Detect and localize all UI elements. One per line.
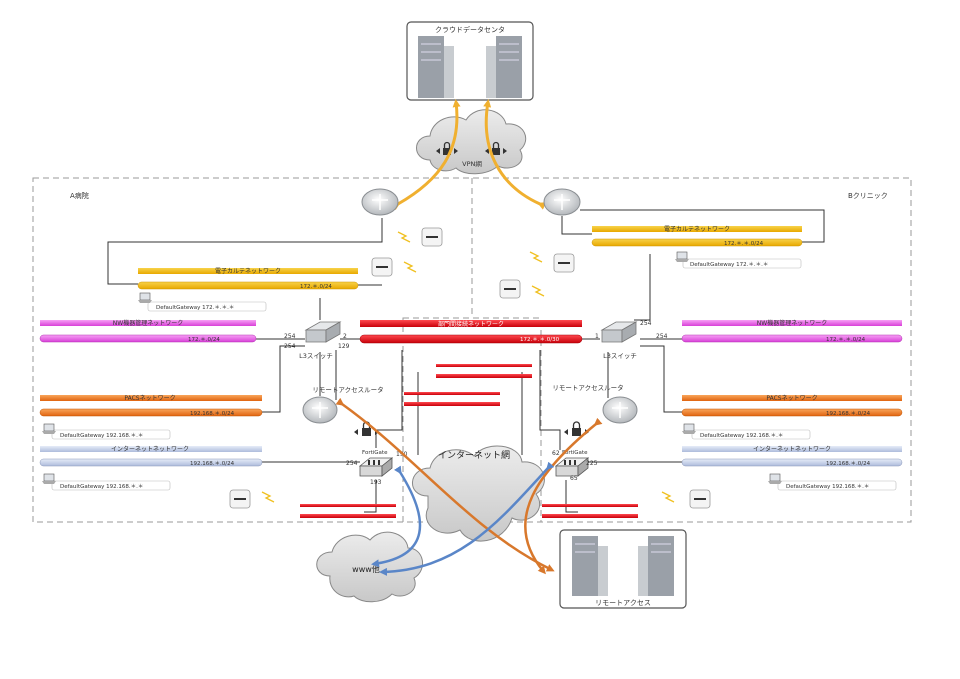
b-l3-label: L3スイッチ: [603, 352, 637, 360]
b-l3-switch: L3スイッチ: [600, 321, 638, 360]
a-l3-label: L3スイッチ: [299, 352, 333, 360]
b-remote-router: リモートアクセスルータ: [552, 383, 638, 424]
a-port-193: 193: [370, 479, 382, 486]
wireless-ap-icon: [529, 251, 575, 273]
a-inet-network: インターネットネットワーク 192.168.＊.0/24 DefaultGate…: [39, 445, 263, 491]
a-nw-title: NW機器管理ネットワーク: [113, 319, 183, 327]
vpn-label: VPN網: [462, 159, 482, 168]
wireless-ap-icon: [661, 489, 711, 509]
a-pacs-network: PACSネットワーク 192.168.＊.0/24 DefaultGateway…: [39, 395, 263, 440]
b-pacs-network: PACSネットワーク 192.168.＊.0/24 DefaultGateway…: [681, 395, 903, 440]
b-port-62: 62: [552, 450, 560, 457]
laptop-icon: [768, 473, 782, 484]
a-port-2: 2: [343, 333, 347, 340]
a-l3-switch: L3スイッチ: [299, 321, 342, 360]
vpn-cloud: VPN網: [416, 109, 527, 175]
red-link-bar: [300, 504, 396, 507]
www-cloud: www他: [316, 531, 423, 603]
b-fortigate: FortiGate: [554, 450, 590, 477]
a-port-254b: 254: [284, 343, 296, 350]
cloud-datacenter-label: クラウドデータセンタ: [435, 25, 505, 34]
a-fortigate: FortiGate: [358, 450, 394, 477]
b-pacs-gateway: DefaultGateway 192.168.＊.＊: [700, 432, 783, 439]
laptop-icon: [138, 292, 152, 303]
a-remote-router: リモートアクセスルータ: [302, 385, 384, 424]
b-emr-gateway: DefaultGateway 172.＊.＊.＊: [690, 261, 768, 268]
a-pacs-gateway: DefaultGateway 192.168.＊.＊: [60, 432, 143, 439]
a-nw-subnet: 172.＊.0/24: [188, 336, 220, 343]
b-nw-network: NW機器管理ネットワーク 172.＊.＊.0/24: [681, 319, 903, 343]
www-label: www他: [352, 564, 380, 574]
wireless-ap-icon: [371, 257, 417, 277]
shared-network: 部門間接続ネットワーク 172.＊.＊.0/30: [359, 320, 583, 344]
b-pacs-subnet: 192.168.＊.0/24: [826, 410, 871, 417]
b-remote-router-label: リモートアクセスルータ: [552, 383, 623, 392]
b-emr-network: 電子カルテネットワーク 172.＊.＊.0/24 DefaultGateway …: [591, 226, 803, 269]
cloud-datacenter: クラウドデータセンタ: [406, 21, 534, 101]
laptop-icon: [682, 423, 696, 434]
b-inet-title: インターネットネットワーク: [753, 445, 831, 453]
a-vpn-router: [361, 188, 399, 216]
remote-access-label: リモートアクセス: [595, 599, 651, 607]
a-port-254a: 254: [284, 333, 296, 340]
b-emr-title: 電子カルテネットワーク: [664, 226, 730, 233]
hospital-a-label: A病院: [70, 191, 89, 200]
red-link-bar: [542, 514, 638, 518]
b-inet-gateway: DefaultGateway 192.168.＊.＊: [786, 483, 869, 490]
b-port-254b: 254: [656, 333, 668, 340]
wireless-ap-icon: [229, 489, 275, 509]
vpn-tunnel-b: [483, 99, 547, 210]
red-link-bar: [542, 504, 638, 507]
a-inet-gateway: DefaultGateway 192.168.＊.＊: [60, 483, 143, 490]
red-link-bar: [300, 514, 396, 518]
remote-access-server: リモートアクセス: [559, 529, 687, 609]
a-emr-subnet: 172.＊.0/24: [300, 283, 332, 290]
a-pacs-title: PACSネットワーク: [124, 395, 175, 402]
a-remote-router-label: リモートアクセスルータ: [312, 385, 383, 394]
b-port-225: 225: [586, 460, 598, 467]
vpn-tunnels: [391, 99, 547, 210]
red-link-bar: [404, 402, 500, 406]
red-link-bar: [404, 392, 500, 395]
wireless-ap-icon: [499, 279, 545, 299]
b-nw-title: NW機器管理ネットワーク: [757, 319, 827, 327]
a-nw-network: NW機器管理ネットワーク 172.＊.0/24: [39, 319, 257, 343]
a-emr-gateway: DefaultGateway 172.＊.＊.＊: [156, 304, 234, 311]
b-nw-subnet: 172.＊.＊.0/24: [826, 336, 866, 343]
shared-title: 部門間接続ネットワーク: [438, 320, 504, 328]
a-inet-subnet: 192.168.＊.0/24: [190, 460, 235, 467]
a-inet-title: インターネットネットワーク: [111, 445, 189, 453]
laptop-icon: [42, 423, 56, 434]
internet-label: インターネット網: [438, 449, 510, 461]
b-emr-subnet: 172.＊.＊.0/24: [724, 240, 764, 247]
traffic-arrows: [335, 397, 603, 576]
vpn-tunnel-a: [391, 99, 461, 210]
a-emr-title: 電子カルテネットワーク: [215, 268, 281, 275]
a-port-254c: 254: [346, 460, 358, 467]
red-link-bar: [436, 374, 532, 378]
shared-subnet: 172.＊.＊.0/30: [520, 336, 560, 343]
wireless-ap-icon: [397, 227, 443, 247]
b-pacs-title: PACSネットワーク: [766, 395, 817, 402]
internet-arrow-b: [379, 461, 555, 576]
a-emr-network: 電子カルテネットワーク 172.＊.0/24 DefaultGateway 17…: [137, 268, 359, 312]
b-inet-subnet: 192.168.＊.0/24: [826, 460, 871, 467]
a-pacs-subnet: 192.168.＊.0/24: [190, 410, 235, 417]
b-port-254a: 254: [640, 320, 652, 327]
server-rack-icon: [418, 36, 522, 98]
red-link-bar: [436, 364, 532, 367]
b-port-1: 1: [595, 333, 599, 340]
clinic-b-label: Bクリニック: [848, 192, 888, 200]
b-port-65: 65: [570, 475, 578, 482]
a-port-129: 129: [338, 343, 350, 350]
a-fortigate-label: FortiGate: [362, 450, 388, 456]
laptop-icon: [42, 473, 56, 484]
b-vpn-router: [543, 188, 581, 216]
b-inet-network: インターネットネットワーク 192.168.＊.0/24 DefaultGate…: [681, 445, 903, 491]
laptop-icon: [675, 251, 689, 262]
